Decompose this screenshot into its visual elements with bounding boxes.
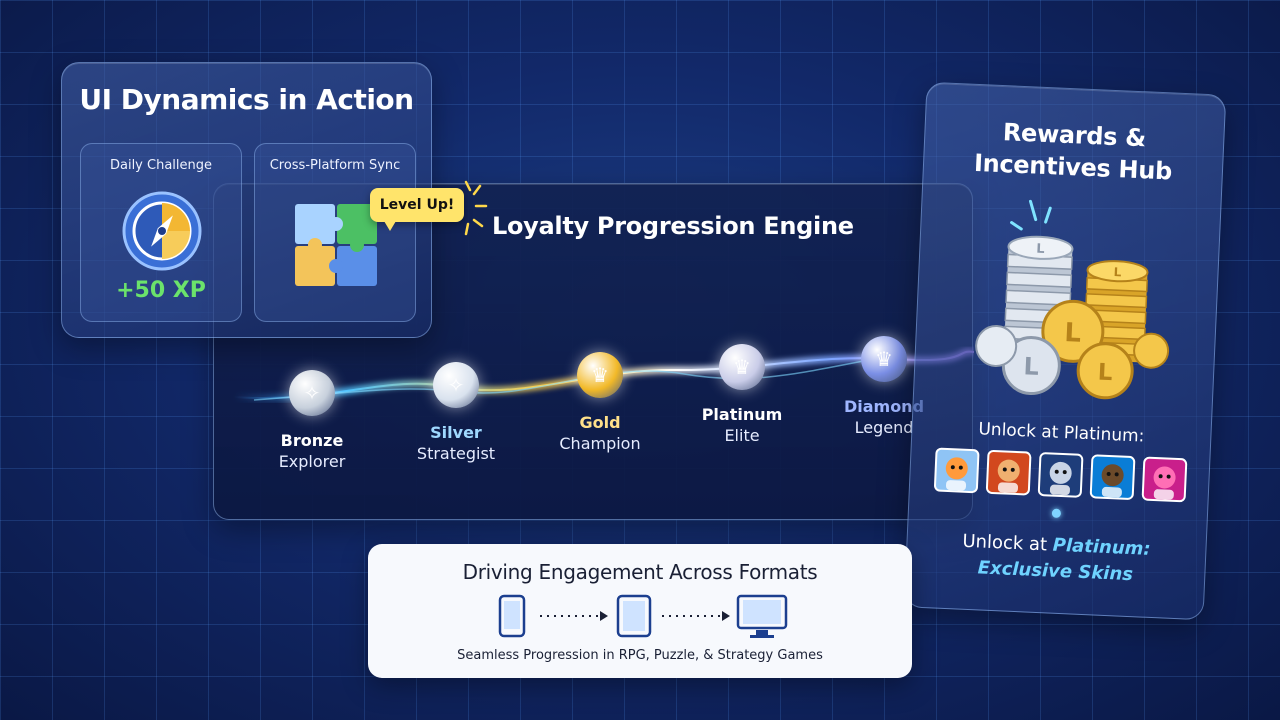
- phone-icon: [498, 594, 526, 638]
- unlock-highlight: Platinum:: [1052, 534, 1152, 560]
- svg-text:L: L: [1023, 352, 1040, 381]
- engagement-panel: Driving Engagement Across Formats Seamle…: [368, 544, 912, 678]
- svg-text:L: L: [1113, 265, 1122, 279]
- gold-coin-stack: L: [1083, 260, 1149, 363]
- flow-arrow-2: [662, 611, 730, 621]
- svg-text:L: L: [1097, 359, 1113, 386]
- unlock-prefix: Unlock at: [961, 530, 1054, 556]
- daily-challenge-label: Daily Challenge: [109, 158, 213, 173]
- avatar-carousel: [933, 447, 1188, 503]
- svg-text:L: L: [1036, 242, 1045, 257]
- rewards-hub-panel: Rewards & Incentives Hub L: [903, 81, 1227, 621]
- puzzle-icon: [295, 204, 377, 286]
- sparkle-icon: [464, 180, 488, 236]
- punk-avatar-icon[interactable]: [1141, 456, 1188, 503]
- engagement-title: Driving Engagement Across Formats: [462, 560, 818, 584]
- xp-reward: +50 XP: [116, 278, 206, 303]
- compass-icon: ✧: [433, 362, 479, 408]
- ui-dynamics-panel: UI Dynamics in Action Daily Challenge +5…: [61, 62, 432, 338]
- warrior-avatar-icon[interactable]: [985, 449, 1032, 496]
- fox-astronaut-avatar-icon[interactable]: [933, 447, 980, 494]
- tier-name: Silver: [430, 423, 482, 442]
- tier-name: Platinum: [701, 405, 783, 424]
- loyalty-title: Loyalty Progression Engine: [492, 212, 854, 240]
- tier-subtitle: Explorer: [278, 452, 346, 471]
- tier-name: Bronze: [280, 431, 344, 450]
- unlock-label: Unlock at Platinum:: [978, 419, 1145, 447]
- engagement-subtitle: Seamless Progression in RPG, Puzzle, & S…: [457, 648, 823, 663]
- cross-platform-card[interactable]: Cross-Platform Sync: [254, 143, 416, 322]
- tier-subtitle: Legend: [854, 418, 914, 437]
- explorer-avatar-icon[interactable]: [1089, 454, 1136, 501]
- coins-stack-icon: L L L L L: [975, 199, 1170, 400]
- crown-icon: ♛: [719, 344, 765, 390]
- compass-icon: ✧: [289, 370, 335, 416]
- svg-text:L: L: [1064, 318, 1082, 349]
- crown-icon: ♛: [577, 352, 623, 398]
- carousel-indicator[interactable]: [1051, 508, 1062, 518]
- timer-compass-icon: [122, 191, 202, 271]
- rewards-title: Rewards & Incentives Hub: [923, 113, 1224, 190]
- flow-arrow-1: [540, 611, 608, 621]
- tier-subtitle: Elite: [724, 426, 760, 445]
- desktop-icon: [736, 594, 788, 638]
- tablet-icon: [616, 594, 652, 638]
- tier-name: Gold: [579, 413, 621, 432]
- tier-subtitle: Champion: [559, 434, 641, 453]
- daily-challenge-card[interactable]: Daily Challenge +50 XP: [80, 143, 242, 322]
- cross-platform-label: Cross-Platform Sync: [269, 158, 401, 173]
- front-coins: L L L: [975, 299, 1170, 400]
- level-up-badge: Level Up!: [370, 188, 464, 231]
- crown-icon: ♛: [861, 336, 907, 382]
- tier-name: Diamond: [843, 397, 925, 416]
- ui-dynamics-title: UI Dynamics in Action: [79, 83, 414, 116]
- tier-subtitle: Strategist: [416, 444, 496, 463]
- robot-avatar-icon[interactable]: [1037, 451, 1084, 498]
- device-flow: [498, 594, 788, 638]
